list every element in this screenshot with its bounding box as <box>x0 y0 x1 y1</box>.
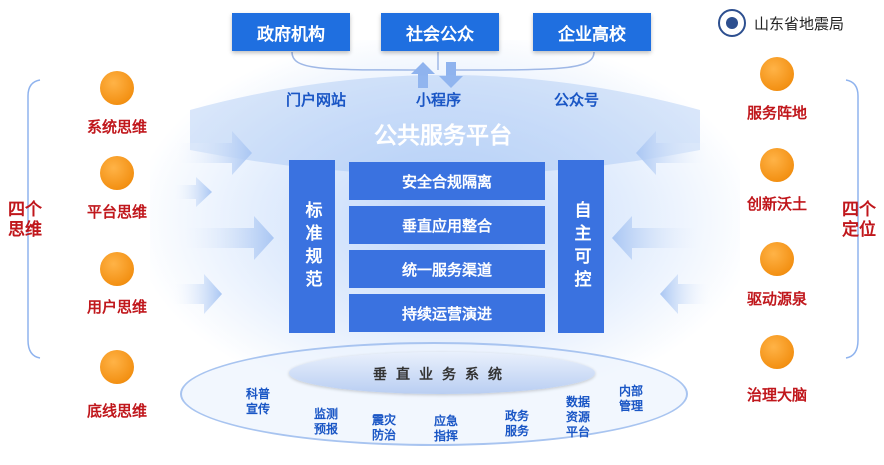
platform-row-channel: 统一服务渠道 <box>349 250 545 288</box>
right-item-innovation: 创新沃土 <box>746 195 807 213</box>
biz-item-science: 科普 宣传 <box>245 387 270 416</box>
channel-portal: 门户网站 <box>286 91 347 109</box>
biz-item-emergency: 应急 指挥 <box>433 414 458 443</box>
orange-dot-icon <box>100 350 134 384</box>
left-item-user: 用户思维 <box>86 298 147 316</box>
seal-icon <box>718 9 746 37</box>
logo-name: 山东省地震局 <box>754 14 845 33</box>
left-bracket <box>27 79 41 359</box>
platform-row-operation: 持续运营演进 <box>349 294 545 332</box>
channel-official-account: 公众号 <box>554 91 600 109</box>
right-bracket <box>845 79 859 359</box>
down-arrow-icon <box>439 62 463 88</box>
right-arrow-icon <box>170 131 252 175</box>
top-box-enterprise: 企业高校 <box>533 13 651 51</box>
right-arrow-icon <box>170 274 222 314</box>
top-box-public: 社会公众 <box>381 13 499 51</box>
left-arrow-icon <box>660 274 714 314</box>
orange-dot-icon <box>100 156 134 190</box>
right-heading: 四个 定位 <box>842 200 876 240</box>
biz-item-government: 政务 服务 <box>504 409 529 438</box>
up-arrow-icon <box>411 62 435 88</box>
orange-dot-icon <box>760 335 794 369</box>
channel-miniprogram: 小程序 <box>416 91 462 109</box>
left-heading: 四个 思维 <box>8 200 42 240</box>
biz-item-internal: 内部 管理 <box>618 384 643 413</box>
biz-item-data: 数据资源 平台 <box>565 395 590 439</box>
left-item-system: 系统思维 <box>86 118 147 136</box>
right-item-governance: 治理大脑 <box>746 386 807 404</box>
right-item-service: 服务阵地 <box>746 104 807 122</box>
orange-dot-icon <box>760 148 794 182</box>
orange-dot-icon <box>760 242 794 276</box>
platform-row-integration: 垂直应用整合 <box>349 206 545 244</box>
left-item-platform: 平台思维 <box>86 203 147 221</box>
platform-row-security: 安全合规隔离 <box>349 162 545 200</box>
left-arrow-icon <box>612 216 714 260</box>
biz-item-disaster: 震灾 防治 <box>371 413 396 442</box>
biz-item-monitoring: 监测 预报 <box>313 407 338 436</box>
left-pillar: 标准规范 <box>289 160 335 333</box>
left-arrow-icon <box>636 131 714 175</box>
vertical-system-title: 垂直业务系统 <box>373 367 511 383</box>
vertical-system-lens <box>289 352 595 394</box>
platform-title: 公共服务平台 <box>374 123 512 149</box>
orange-dot-icon <box>100 252 134 286</box>
right-pillar: 自主可控 <box>558 160 604 333</box>
right-item-driver: 驱动源泉 <box>746 290 807 308</box>
logo: 山东省地震局 <box>708 4 884 42</box>
right-arrow-icon <box>170 216 274 260</box>
left-item-bottomline: 底线思维 <box>86 402 147 420</box>
orange-dot-icon <box>100 71 134 105</box>
top-box-government: 政府机构 <box>232 13 350 51</box>
orange-dot-icon <box>760 57 794 91</box>
right-arrow-icon <box>170 177 212 207</box>
